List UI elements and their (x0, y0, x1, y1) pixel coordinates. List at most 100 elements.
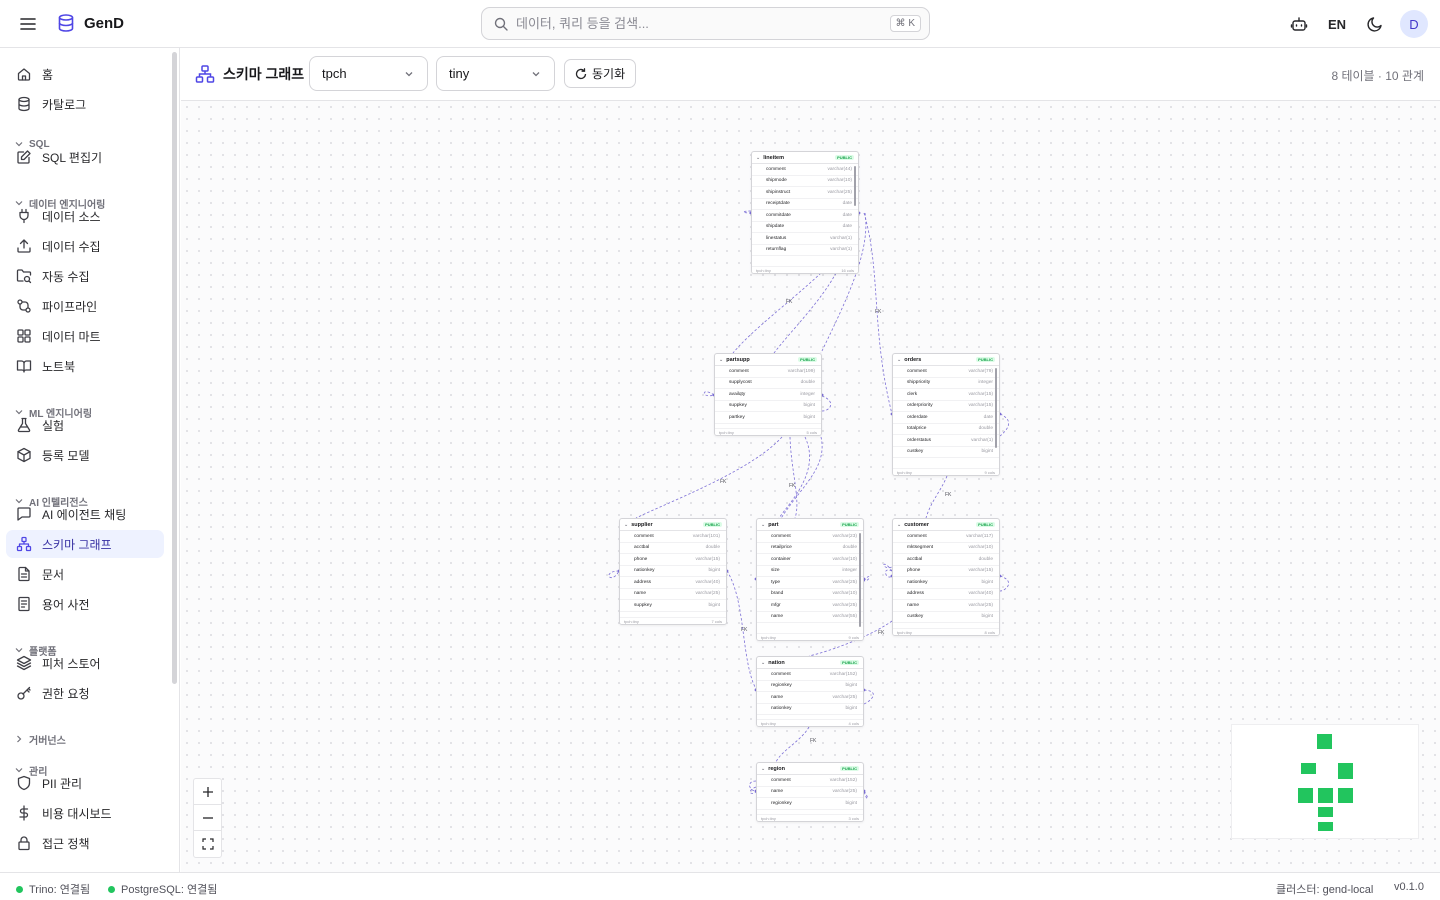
sidebar-item-2-0[interactable]: 실험 (6, 411, 164, 439)
sidebar-item-1-0[interactable]: 데이터 소스 (6, 202, 164, 230)
sync-button[interactable]: 동기화 (564, 59, 637, 88)
sidebar-item-3-0[interactable]: AI 에이전트 채팅 (6, 500, 164, 528)
sidebar-section-5[interactable]: 거버넌스 (14, 731, 66, 747)
moon-icon[interactable] (1364, 13, 1386, 35)
relationship-edge[interactable] (863, 212, 893, 415)
zoom-out-button[interactable] (194, 805, 221, 831)
sidebar-section-2[interactable]: ML 엔지니어링 (14, 404, 92, 420)
sidebar-section-4[interactable]: 플랫폼 (14, 642, 57, 658)
relationship-edge[interactable] (778, 436, 810, 519)
sidebar-item-1-4[interactable]: 데이터 마트 (6, 322, 164, 350)
relationship-edge[interactable] (863, 576, 870, 582)
relationship-edge[interactable] (885, 569, 893, 578)
relationship-edge[interactable] (743, 210, 752, 214)
relationship-edge[interactable] (732, 272, 822, 354)
sidebar-item-3-3[interactable]: 용어 사전 (6, 590, 164, 618)
sidebar-item-6-1[interactable]: 비용 대시보드 (6, 799, 164, 827)
sidebar-item-6-0[interactable]: PII 관리 (6, 769, 164, 797)
fit-view-button[interactable] (194, 831, 221, 857)
relationship-edge[interactable] (703, 391, 715, 397)
minimap[interactable] (1231, 724, 1419, 839)
relationship-edge[interactable] (608, 570, 620, 578)
sidebar-scrollbar[interactable] (172, 52, 177, 684)
search-input[interactable] (516, 16, 890, 31)
sidebar-item-4-0[interactable]: 피처 스토어 (6, 649, 164, 677)
relationship-edge[interactable] (863, 790, 869, 799)
relationship-edge[interactable] (789, 436, 798, 519)
relationship-edge[interactable] (773, 272, 837, 354)
relationship-edge[interactable] (808, 620, 893, 657)
relationship-edge[interactable] (863, 689, 874, 705)
sidebar-item-0[interactable]: 홈 (6, 60, 164, 88)
relationship-edge[interactable] (883, 563, 893, 572)
sidebar-item-3-1[interactable]: 스키마 그래프 (6, 530, 164, 558)
relationship-edge[interactable] (925, 475, 948, 519)
sidebar-section-3[interactable]: AI 인텔리전스 (14, 493, 88, 509)
zoom-in-button[interactable] (194, 779, 221, 805)
relationship-edge[interactable] (749, 786, 757, 794)
sidebar-section-1[interactable]: 데이터 엔지니어링 (14, 195, 105, 211)
catalog-select[interactable]: tpch (309, 56, 428, 91)
relationship-edge[interactable] (820, 212, 867, 354)
sidebar-item-6-2[interactable]: 접근 정책 (6, 829, 164, 857)
relationship-edge[interactable] (821, 395, 832, 412)
relationship-edge[interactable] (749, 780, 757, 792)
sidebar-item-3-2[interactable]: 문서 (6, 560, 164, 588)
bot-icon[interactable] (1288, 13, 1310, 35)
sidebar-section-6[interactable]: 관리 (14, 762, 47, 778)
relationship-edge[interactable] (635, 436, 783, 519)
relationship-edge[interactable] (999, 575, 1010, 592)
language-toggle[interactable]: EN (1327, 16, 1346, 32)
menu-icon[interactable] (18, 14, 38, 34)
app-logo[interactable]: GenD (56, 13, 124, 33)
sidebar-item-1-5[interactable]: 노트북 (6, 352, 164, 380)
avatar[interactable]: D (1400, 10, 1428, 38)
sidebar-item-2-1[interactable]: 등록 모델 (6, 441, 164, 469)
sidebar-item-1-3[interactable]: 파이프라인 (6, 292, 164, 320)
sidebar-item-4-1[interactable]: 권한 요청 (6, 679, 164, 707)
